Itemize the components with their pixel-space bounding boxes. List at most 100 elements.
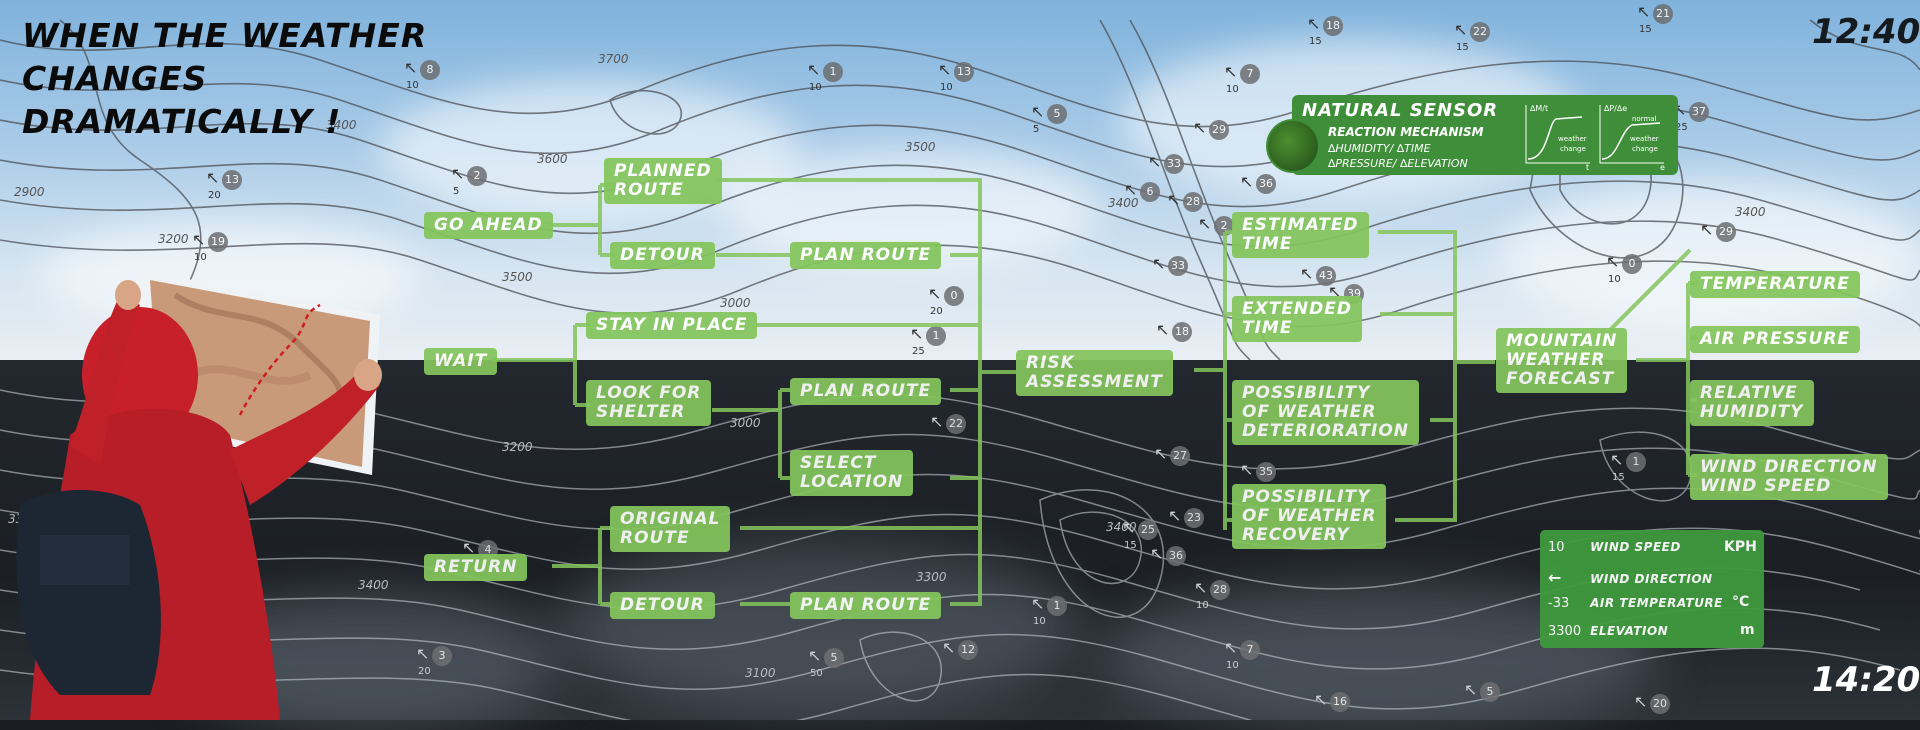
node-wind-line-1: WIND DIRECTION <box>1700 457 1878 477</box>
wind-marker: 3 <box>432 646 452 666</box>
wind-arrow-icon: ↖ <box>1224 62 1238 81</box>
wind-marker: 22 <box>946 414 966 434</box>
wind-arrow-icon: ↖ <box>1156 320 1170 339</box>
wind-arrow-icon: ↖ <box>1606 252 1620 271</box>
node-original-route-line-2: ROUTE <box>620 528 690 548</box>
wind-marker: 5 <box>824 648 844 668</box>
node-risk-assessment-line-1: RISK <box>1026 353 1075 373</box>
wind-speed-label: 10 <box>1226 660 1239 671</box>
contour-label: 3600 <box>537 152 568 166</box>
contour-label: 3200 <box>502 440 533 454</box>
graph2-note-2: change <box>1632 145 1658 153</box>
node-stay-in-place: STAY IN PLACE <box>586 312 758 339</box>
wind-arrow-icon: ↖ <box>1167 190 1181 209</box>
wind-speed-label: 20 <box>418 666 431 677</box>
graph2-ylabel: ∆P/∆e <box>1603 104 1627 113</box>
node-weather-deterioration-line-3: DETERIORATION <box>1242 421 1410 441</box>
wind-marker: 1 <box>1047 596 1067 616</box>
wind-marker: 5 <box>1047 104 1067 124</box>
node-extended-time-line-2: TIME <box>1242 318 1293 338</box>
wind-marker: 27 <box>1170 446 1190 466</box>
wind-arrow-icon: ↖ <box>1700 220 1714 239</box>
wind-arrow-icon: ← <box>1548 568 1562 587</box>
wind-speed-label: 15 <box>1612 472 1625 483</box>
wind-speed-label: 25 <box>1675 122 1688 133</box>
wind-speed-label: 15 <box>1456 42 1469 53</box>
wind-arrow-icon: ↖ <box>930 412 944 431</box>
legend-row-wind-speed: 10 WIND SPEED <box>1548 540 1681 558</box>
legend-elevation-sample: 3300 <box>1548 624 1582 639</box>
contour-label: 3400 <box>358 578 389 592</box>
legend-wind-speed-unit: KPH <box>1724 539 1757 555</box>
sensor-line-3: ∆PRESSURE/ ∆ELEVATION <box>1328 157 1468 170</box>
wind-arrow-icon: ↖ <box>928 284 942 303</box>
node-wait: WAIT <box>424 348 498 375</box>
node-weather-recovery-line-1: POSSIBILITY <box>1242 487 1371 507</box>
wind-arrow-icon: ↖ <box>1154 444 1168 463</box>
contour-label: 2900 <box>14 185 45 199</box>
wind-marker: 5 <box>1480 682 1500 702</box>
wind-arrow-icon: ↖ <box>1198 214 1212 233</box>
legend-air-temperature-label: AIR TEMPERATURE <box>1590 596 1723 610</box>
node-original-route: ORIGINAL ROUTE <box>610 506 731 552</box>
node-wind-line-2: WIND SPEED <box>1700 476 1832 496</box>
clock-top: 12:40 <box>1812 12 1920 52</box>
node-weather-deterioration: POSSIBILITY OF WEATHER DETERIORATION <box>1232 380 1420 445</box>
wind-speed-label: 10 <box>406 80 419 91</box>
node-extended-time: EXTENDED TIME <box>1232 296 1362 342</box>
node-estimated-time-line-2: TIME <box>1242 234 1293 254</box>
wind-arrow-icon: ↖ <box>942 638 956 657</box>
title-line-1: WHEN THE WEATHER <box>22 16 428 55</box>
wind-arrow-icon: ↖ <box>1634 692 1648 711</box>
node-original-route-line-1: ORIGINAL <box>620 509 721 529</box>
node-return: RETURN <box>424 554 528 581</box>
graph1-ylabel: ∆M/t <box>1529 104 1548 113</box>
wind-speed-label: 20 <box>208 190 221 201</box>
wind-arrow-icon: ↖ <box>1152 254 1166 273</box>
wind-arrow-icon: ↖ <box>808 646 822 665</box>
wind-speed-label: 5 <box>453 186 460 197</box>
wind-marker: 33 <box>1164 154 1184 174</box>
legend-row-elevation: 3300 ELEVATION <box>1548 624 1668 642</box>
wind-marker: 1 <box>926 326 946 346</box>
legend-row-air-temperature: -33 AIR TEMPERATURE <box>1548 596 1723 614</box>
node-relative-humidity-line-1: RELATIVE <box>1700 383 1798 403</box>
wind-marker: 12 <box>958 640 978 660</box>
wind-arrow-icon: ↖ <box>1193 118 1207 137</box>
wind-marker: 16 <box>1330 692 1350 712</box>
wind-arrow-icon: ↖ <box>1224 638 1238 657</box>
wind-marker: 18 <box>1323 16 1343 36</box>
legend-air-temperature-unit: °C <box>1732 594 1750 610</box>
wind-marker: 35 <box>1256 462 1276 482</box>
wind-arrow-icon: ↖ <box>1124 180 1138 199</box>
node-risk-assessment: RISK ASSESSMENT <box>1016 350 1173 396</box>
wind-marker: 23 <box>1184 508 1204 528</box>
wind-arrow-icon: ↖ <box>1168 506 1182 525</box>
natural-sensor-panel: NATURAL SENSOR REACTION MECHANISM ∆HUMID… <box>1266 95 1678 175</box>
node-mountain-forecast-line-2: WEATHER <box>1506 350 1606 370</box>
wind-marker: 7 <box>1240 640 1260 660</box>
wind-speed-label: 15 <box>1309 36 1322 47</box>
wind-speed-label: 15 <box>1124 540 1137 551</box>
node-relative-humidity: RELATIVE HUMIDITY <box>1690 380 1814 426</box>
legend-row-wind-direction: ← WIND DIRECTION <box>1548 568 1713 587</box>
node-extended-time-line-1: EXTENDED <box>1242 299 1352 319</box>
wind-marker: 1 <box>1626 452 1646 472</box>
contour-label: 3400 <box>326 118 357 132</box>
node-look-for-shelter: LOOK FOR SHELTER <box>586 380 712 426</box>
wind-speed-label: 10 <box>940 82 953 93</box>
wind-speed-label: 10 <box>1608 274 1621 285</box>
contour-label: 3400 <box>1735 205 1766 219</box>
wind-marker: 29 <box>1209 120 1229 140</box>
wind-arrow-icon: ↖ <box>938 60 952 79</box>
node-plan-route-3: PLAN ROUTE <box>790 592 942 619</box>
wind-marker: 21 <box>1653 4 1673 24</box>
wind-marker: 0 <box>944 286 964 306</box>
node-weather-deterioration-line-1: POSSIBILITY <box>1242 383 1371 403</box>
wind-marker: 20 <box>1650 694 1670 714</box>
page-title: WHEN THE WEATHER CHANGES DRAMATICALLY ! <box>22 14 427 143</box>
wind-arrow-icon: ↖ <box>404 58 418 77</box>
hiker-with-map-illustration <box>16 270 382 720</box>
wind-arrow-icon: ↖ <box>1637 2 1651 21</box>
wind-speed-label: 10 <box>1226 84 1239 95</box>
